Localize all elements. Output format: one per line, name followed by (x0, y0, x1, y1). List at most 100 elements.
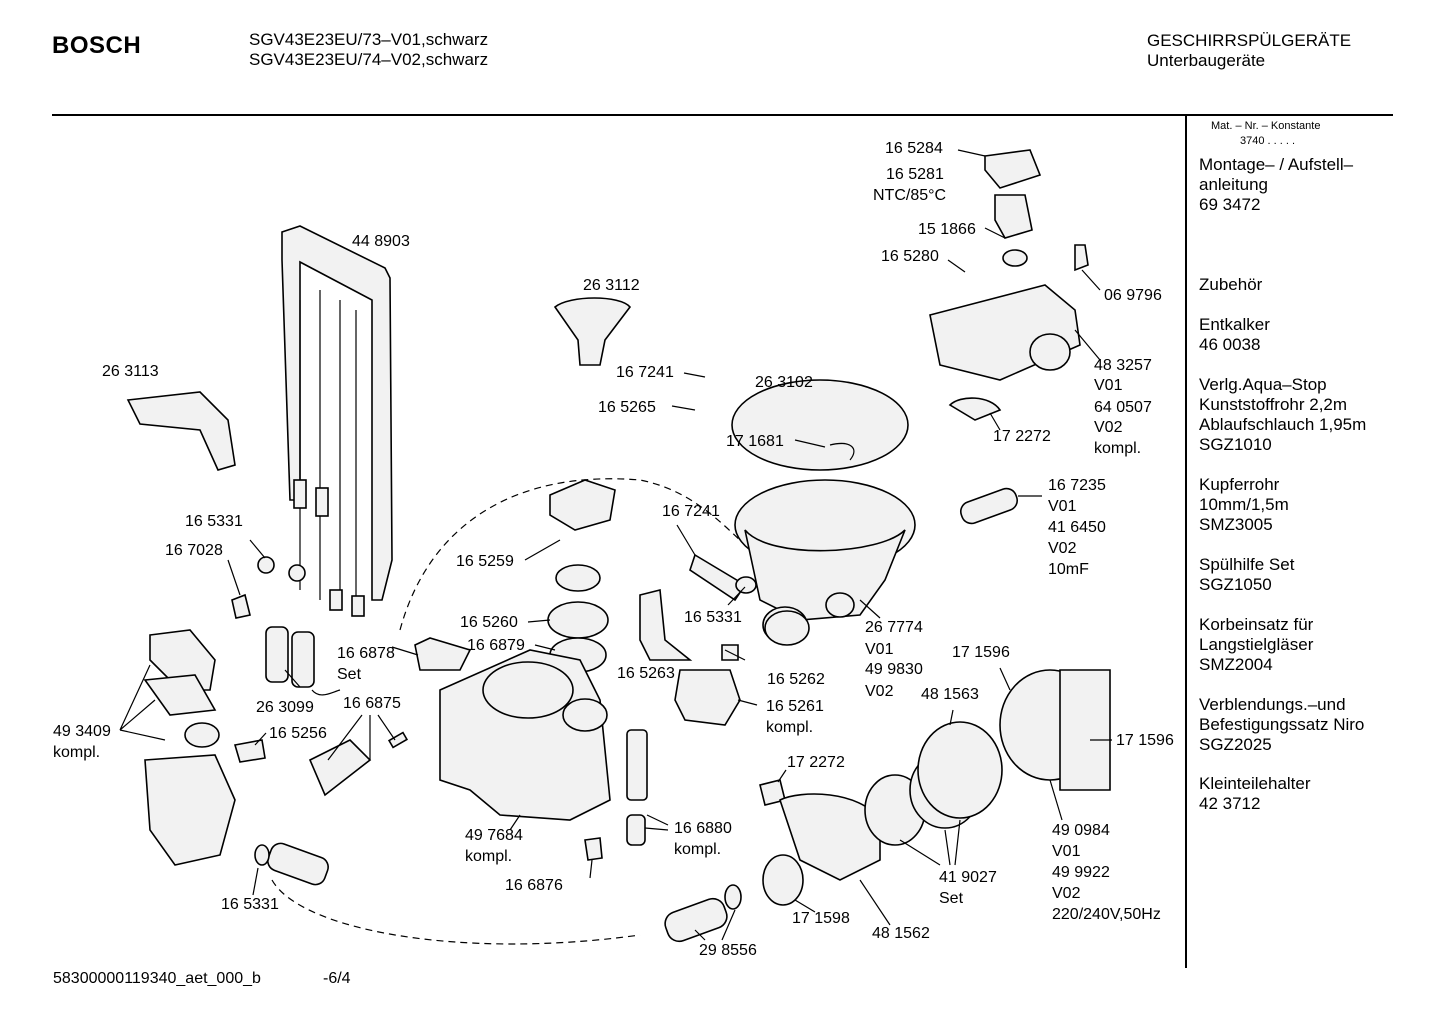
kompl-label: kompl. (465, 848, 513, 865)
kompl-label: kompl. (53, 744, 101, 761)
sidebar-item-line: Kupferrohr (1199, 475, 1280, 494)
hose-dashed-line-lower (271, 879, 641, 945)
brand-logo: BOSCH (52, 32, 142, 59)
ring (254, 844, 270, 866)
sidebar-item-line: Korbeinsatz für (1199, 615, 1314, 634)
part-label-263113: 26 3113 (102, 363, 159, 380)
page-number: -6/4 (323, 970, 351, 987)
part-label-165331: 16 5331 (221, 896, 279, 913)
part-label-416450: 41 6450 (1048, 519, 1106, 536)
sidebar-item-line: SMZ2004 (1199, 655, 1273, 674)
part-label-165331: 16 5331 (185, 513, 243, 530)
part-label-167028: 16 7028 (165, 542, 223, 559)
leader-lines (119, 149, 1112, 941)
sidebar-item-line: Spülhilfe Set (1199, 555, 1295, 574)
part-label-166879: 16 6879 (467, 637, 525, 654)
part-label-171596: 17 1596 (1116, 732, 1174, 749)
part-label-166875: 16 6875 (343, 695, 401, 712)
part-label-167241: 16 7241 (662, 503, 720, 520)
valve-housing (144, 754, 236, 866)
ring (724, 884, 742, 910)
part-label-166878: 16 6878 (337, 645, 395, 662)
ring (764, 610, 810, 646)
cover-part (126, 391, 236, 471)
ntc-label: NTC/85°C (873, 187, 947, 204)
part-label-166880: 16 6880 (674, 820, 732, 837)
category-title: GESCHIRRSPÜLGERÄTE (1147, 31, 1352, 50)
pin (387, 731, 409, 749)
part-label-490984: 49 0984 (1052, 822, 1110, 839)
sidebar-item-line: Entkalker (1199, 315, 1270, 334)
sensor (626, 729, 648, 801)
ring (735, 576, 757, 594)
part-label-171681: 17 1681 (726, 433, 784, 450)
ring (257, 556, 275, 574)
part-label-172272: 17 2272 (993, 428, 1051, 445)
capacitance-label: 10mF (1048, 561, 1089, 578)
mat-nr-label: Mat. – Nr. – Konstante (1211, 120, 1321, 132)
sidebar-item-line: 46 0038 (1199, 335, 1261, 354)
part-label-165263: 16 5263 (617, 665, 675, 682)
part-label-263099: 26 3099 (256, 699, 314, 716)
variant-v01: V01 (865, 641, 894, 658)
mat-nr-value: 3740 . . . . . (1240, 135, 1296, 147)
sidebar-item-line: Kleinteilehalter (1199, 774, 1311, 793)
category-subtitle: Unterbaugeräte (1147, 51, 1266, 70)
spring-pair (265, 626, 315, 688)
part-label-640507: 64 0507 (1094, 399, 1152, 416)
header-divider (52, 114, 1393, 116)
clip (584, 837, 603, 861)
part-label-167235: 16 7235 (1048, 477, 1106, 494)
small-part (233, 739, 266, 763)
sidebar-item-line: SGZ1050 (1199, 575, 1272, 594)
sidebar-item-line: SMZ3005 (1199, 515, 1273, 534)
sidebar-item-line: Verblendungs.–und (1199, 695, 1346, 714)
part-label-263102: 26 3102 (755, 374, 813, 391)
valve-part (308, 739, 372, 797)
part-label-165261: 16 5261 (766, 698, 824, 715)
kompl-label: kompl. (1094, 440, 1142, 457)
part-label-267774: 26 7774 (865, 619, 923, 636)
ring (555, 564, 601, 592)
cover-nut (549, 479, 616, 531)
part-label-481562: 48 1562 (872, 925, 930, 942)
part-label-165259: 16 5259 (456, 553, 514, 570)
switch-module (674, 669, 741, 726)
valve-bracket (149, 629, 216, 691)
sidebar-item-line: Ablaufschlauch 1,95m (1199, 415, 1367, 434)
part-label-171596: 17 1596 (952, 644, 1010, 661)
heater-ring (917, 721, 1003, 819)
part-label-263112: 26 3112 (583, 277, 640, 294)
variant-v02: V02 (1048, 540, 1077, 557)
part-label-165256: 16 5256 (269, 725, 327, 742)
sidebar-item-line: SGZ2025 (1199, 735, 1272, 754)
sidebar-item-line: SGZ1010 (1199, 435, 1272, 454)
valve-body (143, 674, 217, 716)
sidebar-item-line: 10mm/1,5m (1199, 495, 1289, 514)
part-label-481563: 48 1563 (921, 686, 979, 703)
pump-housing (779, 793, 881, 881)
sidebar-item-line: Zubehör (1199, 275, 1263, 294)
part-label-499922: 49 9922 (1052, 864, 1110, 881)
part-label-171598: 17 1598 (792, 910, 850, 927)
pump-seal (762, 854, 804, 906)
variant-v01: V01 (1094, 377, 1123, 394)
part-label-151866: 15 1866 (918, 221, 976, 238)
kompl-label: kompl. (766, 719, 814, 736)
part-label-499830: 49 9830 (865, 661, 923, 678)
seal (184, 722, 220, 748)
sidebar-divider (1185, 116, 1187, 968)
part-label-493409: 49 3409 (53, 723, 111, 740)
variant-v01: V01 (1048, 498, 1077, 515)
part-label-165265: 16 5265 (598, 399, 656, 416)
sidebar-item-line: anleitung (1199, 175, 1269, 194)
sidebar-item-line: Verlg.Aqua–Stop (1199, 375, 1327, 394)
sidebar-item-line: Montage– / Aufstell– (1199, 155, 1354, 174)
part-label-165280: 16 5280 (881, 248, 939, 265)
variant-v02: V02 (1052, 885, 1081, 902)
clip (231, 593, 251, 619)
ring (547, 601, 609, 639)
part-label-165331: 16 5331 (684, 609, 742, 626)
part-label-298556: 29 8556 (699, 942, 757, 959)
set-label: Set (337, 666, 362, 683)
